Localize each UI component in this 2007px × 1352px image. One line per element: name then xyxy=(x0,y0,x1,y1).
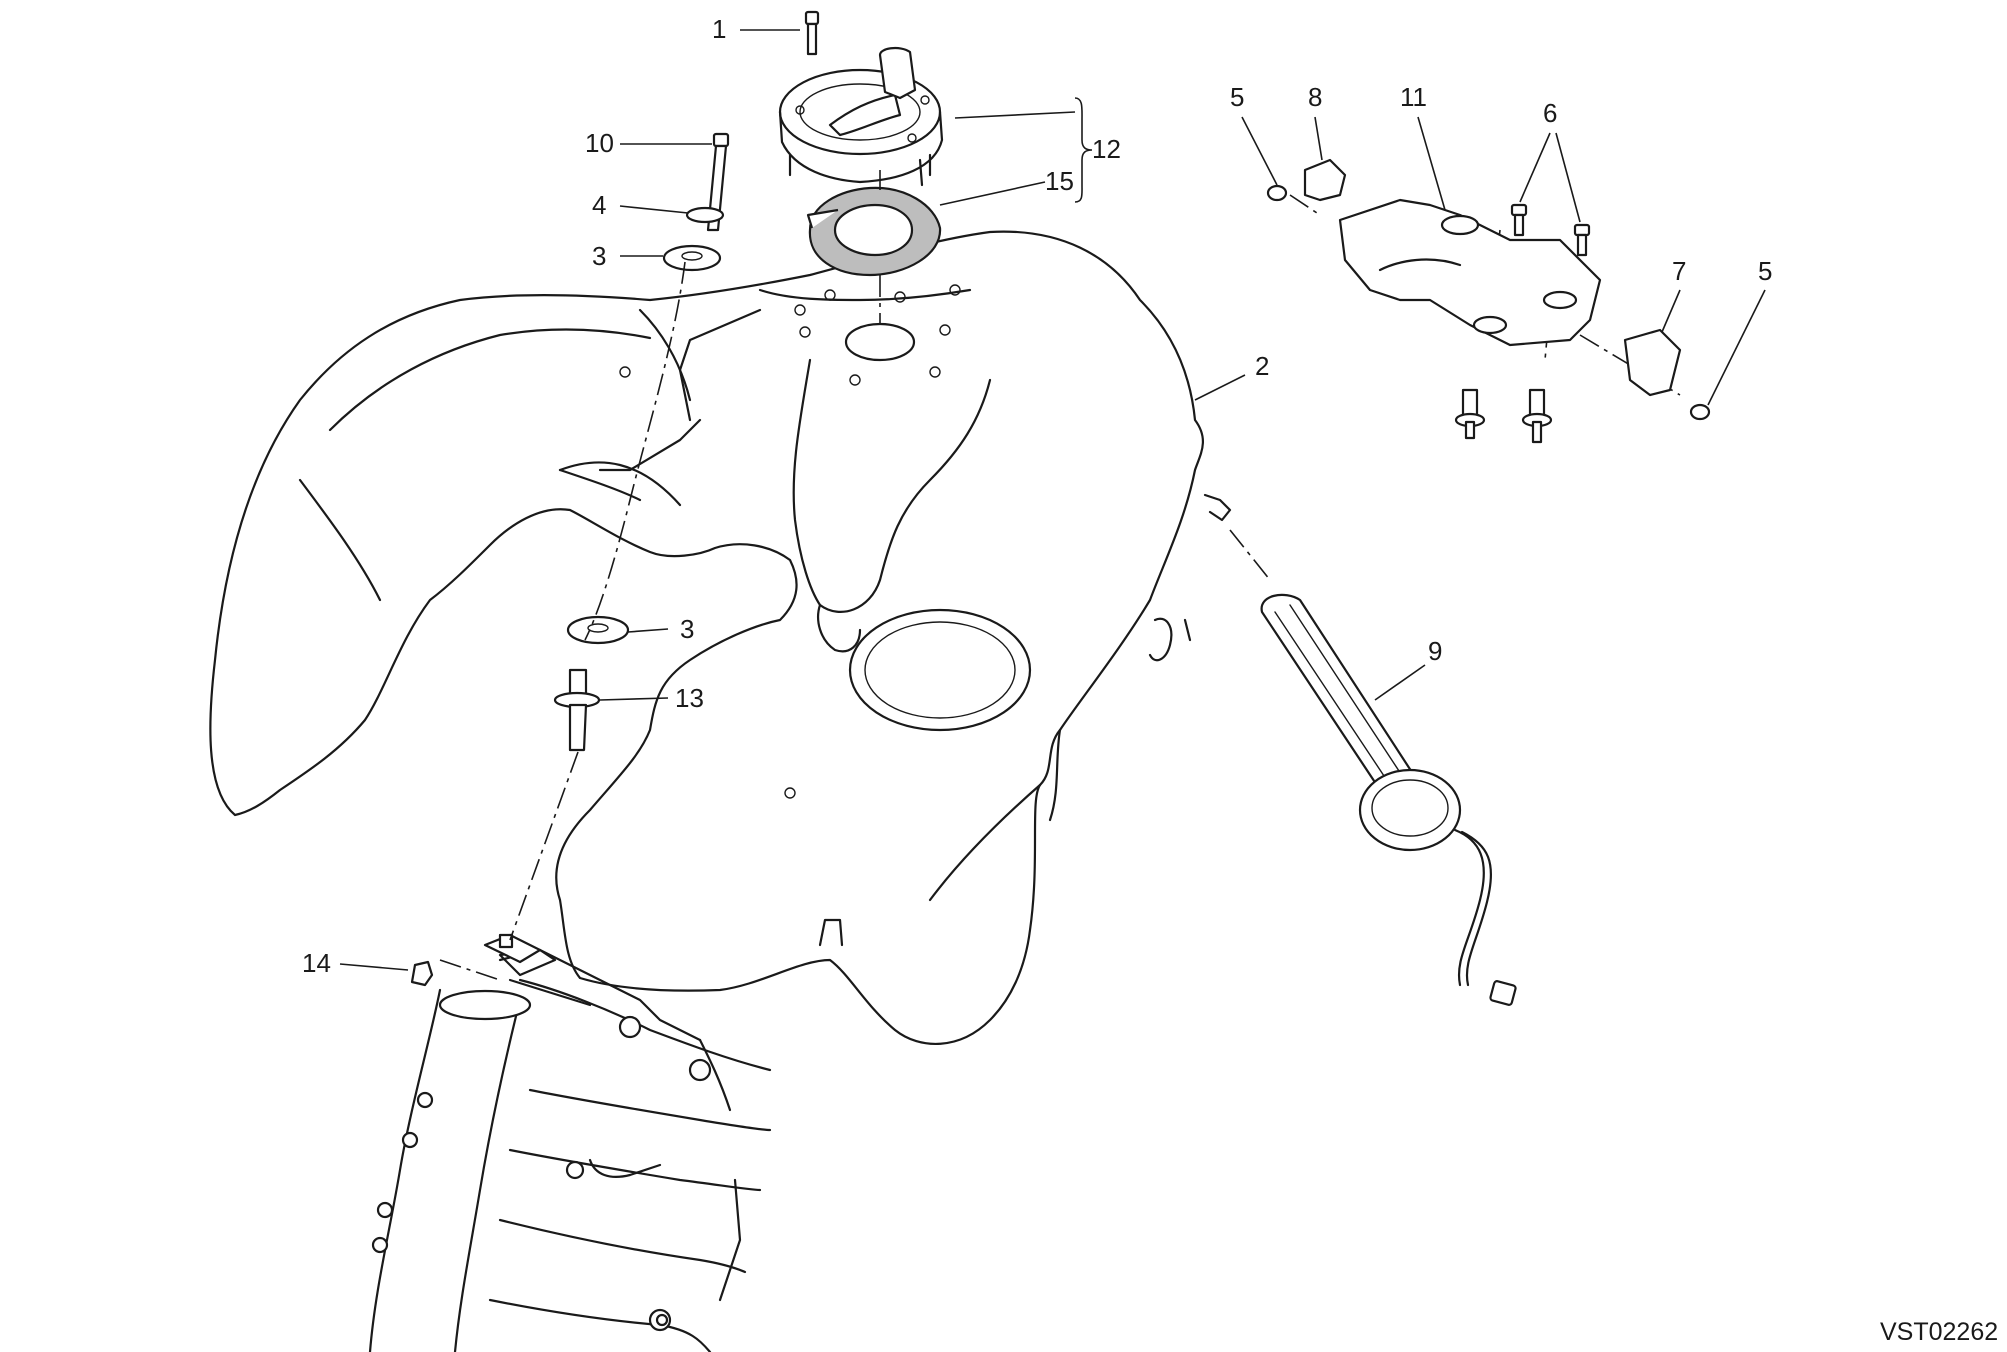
filler-gasket[interactable] xyxy=(806,186,942,277)
callout-labels: 1 12 15 10 4 3 3 13 14 2 9 5 8 11 6 7 5 xyxy=(302,14,1772,978)
rubber-grommet-3-lower[interactable] xyxy=(566,615,630,645)
bolt-1[interactable] xyxy=(804,10,820,56)
rubber-grommet-3-upper[interactable] xyxy=(662,244,722,272)
callout-3-upper: 3 xyxy=(592,241,606,271)
nut-14[interactable] xyxy=(410,960,434,987)
spacer-13[interactable] xyxy=(553,668,601,752)
callout-11: 11 xyxy=(1400,82,1427,112)
callout-12: 12 xyxy=(1092,134,1121,164)
callout-14: 14 xyxy=(302,948,331,978)
centerline-grommet xyxy=(584,261,686,641)
screw-6-left[interactable] xyxy=(1510,203,1528,237)
screw-5-left[interactable] xyxy=(1266,184,1288,202)
centerline-sender xyxy=(1229,529,1271,581)
callout-8: 8 xyxy=(1308,82,1322,112)
screw-5-right[interactable] xyxy=(1689,403,1711,421)
callout-15: 15 xyxy=(1045,166,1074,196)
leader-lines xyxy=(339,29,1766,971)
callout-2: 2 xyxy=(1255,351,1269,381)
callout-10: 10 xyxy=(585,128,614,158)
washer-4[interactable] xyxy=(685,206,725,224)
centerline-spacer xyxy=(509,751,579,941)
callout-9: 9 xyxy=(1428,636,1442,666)
centerline-screw-5 xyxy=(1289,194,1321,216)
callout-4: 4 xyxy=(592,190,606,220)
callout-1: 1 xyxy=(712,14,726,44)
filler-cap-assembly[interactable] xyxy=(778,46,944,187)
stud-bolts-bracket xyxy=(1454,388,1553,444)
screw-6-right[interactable] xyxy=(1573,223,1591,257)
callout-13: 13 xyxy=(675,683,704,713)
callout-6: 6 xyxy=(1543,98,1557,128)
clamp-8[interactable] xyxy=(1303,158,1347,202)
support-bracket-11[interactable] xyxy=(1338,198,1602,347)
callout-5-right: 5 xyxy=(1758,256,1772,286)
callout-7: 7 xyxy=(1672,256,1686,286)
clamp-7[interactable] xyxy=(1623,328,1682,397)
callout-3-lower: 3 xyxy=(680,614,694,644)
frame-section xyxy=(368,948,772,1352)
fuel-tank[interactable] xyxy=(209,230,1232,1046)
callout-12-brace xyxy=(1074,97,1093,203)
centerline-nut xyxy=(439,959,501,981)
mount-bracket xyxy=(483,933,542,964)
callout-5-left: 5 xyxy=(1230,82,1244,112)
fuel-level-sender[interactable] xyxy=(1260,593,1517,1006)
drawing-code: VST02262 xyxy=(1880,1318,1998,1346)
